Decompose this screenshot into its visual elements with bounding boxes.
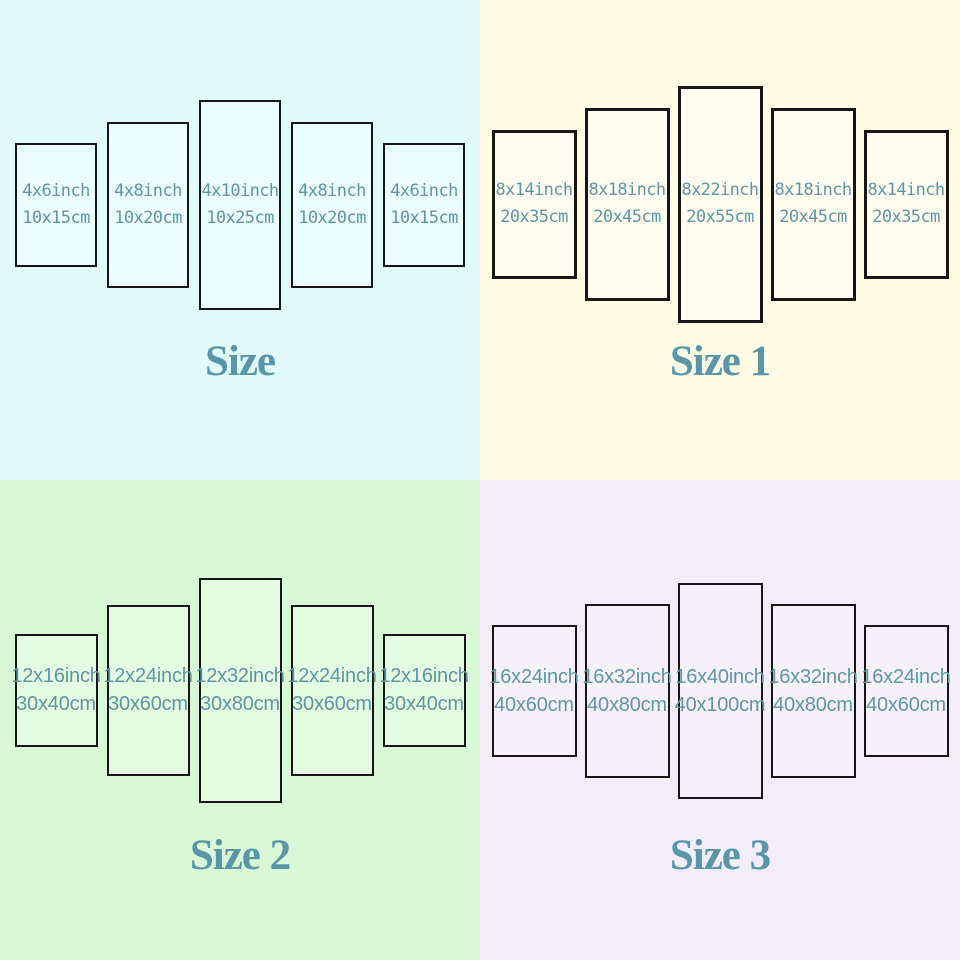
- panel-size-inch: 4x8inch: [114, 181, 182, 201]
- panel-row: 8x14inch 20x35cm 8x18inch 20x45cm 8x22in…: [480, 0, 960, 408]
- panel-size-inch: 4x6inch: [22, 181, 90, 201]
- panel-size-cm: 30x80cm: [200, 693, 280, 715]
- panel-size-inch: 16x24inch: [489, 666, 579, 688]
- panel-size-cm: 20x55cm: [686, 207, 754, 227]
- panel-label: 8x18inch 20x45cm: [774, 177, 852, 231]
- panel-size-cm: 10x20cm: [298, 208, 366, 228]
- quadrant-size-3: 16x24inch 40x60cm 16x32inch 40x80cm 16x4…: [480, 480, 960, 960]
- panel-size-cm: 10x15cm: [22, 208, 90, 228]
- size-panel: 8x22inch 20x55cm: [677, 85, 763, 323]
- panel-label: 12x16inch 30x40cm: [11, 662, 101, 718]
- size-panel: 8x14inch 20x35cm: [863, 129, 949, 279]
- panel-size-cm: 30x60cm: [108, 693, 188, 715]
- panel-size-inch: 12x16inch: [11, 665, 101, 687]
- size-panel: 4x6inch 10x15cm: [15, 143, 97, 267]
- panel-label: 8x22inch 20x55cm: [681, 177, 759, 231]
- size-panel: 8x14inch 20x35cm: [491, 129, 577, 279]
- panel-size-cm: 10x15cm: [390, 208, 458, 228]
- size-panel: 12x32inch 30x80cm: [195, 577, 285, 803]
- panel-size-inch: 12x32inch: [195, 665, 285, 687]
- panel-size-inch: 16x32inch: [768, 666, 858, 688]
- panel-row: 12x16inch 30x40cm 12x24inch 30x60cm 12x3…: [0, 480, 480, 900]
- panel-size-cm: 10x20cm: [114, 208, 182, 228]
- panel-label: 12x24inch 30x60cm: [103, 662, 193, 718]
- panel-label: 16x40inch 40x100cm: [675, 663, 766, 719]
- panel-size-cm: 20x35cm: [872, 207, 940, 227]
- quadrant-title: Size 3: [669, 832, 771, 879]
- panel-label: 16x24inch 40x60cm: [861, 663, 951, 719]
- panel-label: 4x10inch 10x25cm: [201, 178, 279, 232]
- panel-size-inch: 8x14inch: [495, 180, 573, 200]
- panel-size-cm: 30x40cm: [384, 693, 464, 715]
- size-panel: 12x24inch 30x60cm: [103, 604, 193, 776]
- panel-label: 4x8inch 10x20cm: [114, 178, 182, 232]
- panel-row: 4x6inch 10x15cm 4x8inch 10x20cm 4x10inch…: [0, 0, 480, 410]
- panel-label: 8x14inch 20x35cm: [867, 177, 945, 231]
- panel-size-cm: 20x35cm: [500, 207, 568, 227]
- panel-size-inch: 16x32inch: [582, 666, 672, 688]
- size-panel: 12x16inch 30x40cm: [379, 633, 469, 747]
- size-panel: 12x16inch 30x40cm: [11, 633, 101, 747]
- panel-size-inch: 12x24inch: [103, 665, 193, 687]
- size-panel: 16x32inch 40x80cm: [582, 604, 672, 778]
- panel-label: 16x32inch 40x80cm: [582, 663, 672, 719]
- panel-size-cm: 30x60cm: [292, 693, 372, 715]
- panel-size-inch: 12x24inch: [287, 665, 377, 687]
- size-panel: 16x24inch 40x60cm: [489, 625, 579, 757]
- size-panel: 4x6inch 10x15cm: [383, 143, 465, 267]
- panel-size-inch: 8x18inch: [774, 180, 852, 200]
- panel-size-inch: 12x16inch: [379, 665, 469, 687]
- panel-size-cm: 40x80cm: [587, 694, 667, 716]
- panel-label: 12x24inch 30x60cm: [287, 662, 377, 718]
- quadrant-size: 4x6inch 10x15cm 4x8inch 10x20cm 4x10inch…: [0, 0, 480, 480]
- panel-label: 16x24inch 40x60cm: [489, 663, 579, 719]
- size-panel: 4x10inch 10x25cm: [199, 100, 281, 310]
- size-panel: 16x40inch 40x100cm: [675, 583, 766, 799]
- panel-size-inch: 16x40inch: [675, 666, 765, 688]
- panel-size-inch: 8x14inch: [867, 180, 945, 200]
- panel-size-inch: 4x6inch: [390, 181, 458, 201]
- size-panel: 4x8inch 10x20cm: [291, 122, 373, 288]
- size-panel: 16x32inch 40x80cm: [768, 604, 858, 778]
- size-panel: 8x18inch 20x45cm: [584, 107, 670, 301]
- panel-label: 16x32inch 40x80cm: [768, 663, 858, 719]
- panel-label: 4x6inch 10x15cm: [22, 178, 90, 232]
- quadrant-title: Size: [204, 338, 276, 385]
- panel-size-inch: 16x24inch: [861, 666, 951, 688]
- panel-size-cm: 10x25cm: [206, 208, 274, 228]
- quadrant-size-1: 8x14inch 20x35cm 8x18inch 20x45cm 8x22in…: [480, 0, 960, 480]
- panel-label: 8x18inch 20x45cm: [588, 177, 666, 231]
- panel-size-cm: 40x60cm: [494, 694, 574, 716]
- quadrant-title: Size 1: [669, 338, 771, 385]
- panel-label: 12x32inch 30x80cm: [195, 662, 285, 718]
- panel-size-inch: 4x8inch: [298, 181, 366, 201]
- panel-size-inch: 4x10inch: [201, 181, 279, 201]
- size-panel: 12x24inch 30x60cm: [287, 604, 377, 776]
- quadrant-size-2: 12x16inch 30x40cm 12x24inch 30x60cm 12x3…: [0, 480, 480, 960]
- size-panel: 16x24inch 40x60cm: [861, 625, 951, 757]
- panel-size-inch: 8x22inch: [681, 180, 759, 200]
- panel-size-inch: 8x18inch: [588, 180, 666, 200]
- panel-label: 8x14inch 20x35cm: [495, 177, 573, 231]
- quadrant-title: Size 2: [189, 832, 291, 879]
- size-panel: 8x18inch 20x45cm: [770, 107, 856, 301]
- panel-label: 4x8inch 10x20cm: [298, 178, 366, 232]
- panel-size-cm: 40x60cm: [866, 694, 946, 716]
- panel-size-cm: 40x100cm: [674, 694, 766, 716]
- size-panel: 4x8inch 10x20cm: [107, 122, 189, 288]
- panel-label: 4x6inch 10x15cm: [390, 178, 458, 232]
- panel-size-cm: 30x40cm: [16, 693, 96, 715]
- panel-size-cm: 20x45cm: [779, 207, 847, 227]
- panel-size-cm: 20x45cm: [593, 207, 661, 227]
- panel-label: 12x16inch 30x40cm: [379, 662, 469, 718]
- panel-size-cm: 40x80cm: [773, 694, 853, 716]
- panel-row: 16x24inch 40x60cm 16x32inch 40x80cm 16x4…: [480, 480, 960, 902]
